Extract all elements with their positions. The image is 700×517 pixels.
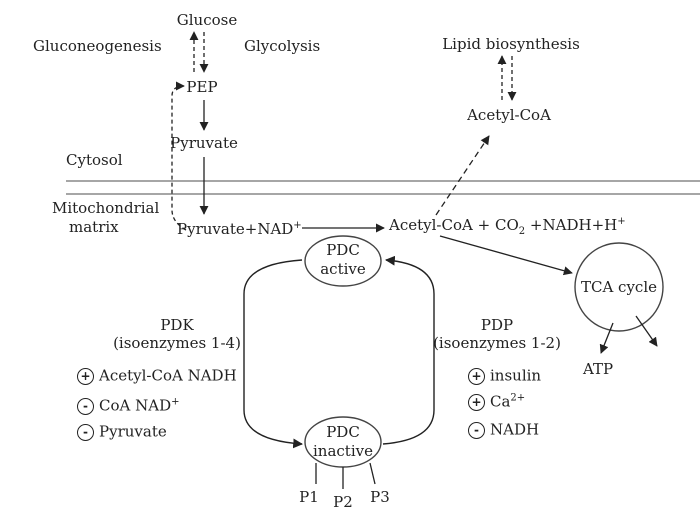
inhibitor-icon: - (77, 424, 94, 441)
label-pdp: PDP (480, 316, 514, 334)
activator-icon: + (468, 394, 485, 411)
pdp-regulator-1: +insulin (468, 368, 541, 385)
pdp-regulator-2: +Ca2+ (468, 393, 525, 411)
label-matrix: matrix (69, 218, 119, 236)
arrow-tca-out (635, 315, 658, 347)
label-pyruvate-mito: Pyruvate+NAD+ (177, 220, 302, 238)
label-pdc-inactive-2: inactive (313, 442, 373, 460)
label-site-p3: P3 (370, 488, 390, 506)
label-pdp-isoenzymes: (isoenzymes 1-2) (433, 334, 561, 352)
label-mitochondrial: Mitochondrial (52, 199, 160, 217)
label-tca-cycle: TCA cycle (580, 278, 658, 296)
arrow-acetylcoa-export (435, 135, 490, 216)
label-pdc-active-1: PDC (326, 241, 360, 259)
label-glucose: Glucose (176, 11, 238, 29)
pdk-regulator-2: -CoA NAD+ (77, 397, 179, 415)
tca-cycle-circle (574, 242, 664, 332)
pdp-regulator-3: -NADH (468, 422, 539, 439)
label-site-p2: P2 (333, 493, 353, 511)
label-lipid-biosynthesis: Lipid biosynthesis (442, 35, 580, 53)
activator-icon: + (468, 368, 485, 385)
label-cytosol: Cytosol (66, 151, 123, 169)
label-pep: PEP (186, 78, 218, 96)
site-line-p3 (369, 462, 376, 485)
activator-icon: + (77, 368, 94, 385)
label-pdc-active-2: active (320, 260, 366, 278)
label-pdk: PDK (160, 316, 194, 334)
label-pyruvate-cytosol: Pyruvate (170, 134, 238, 152)
label-pdk-isoenzymes: (isoenzymes 1-4) (113, 334, 241, 352)
arrow-acetylcoa-to-tca (439, 235, 573, 276)
inhibitor-icon: - (77, 398, 94, 415)
label-acetylcoa-cytosol: Acetyl-CoA (467, 106, 551, 124)
label-glycolysis: Glycolysis (244, 37, 321, 55)
label-atp: ATP (582, 360, 614, 378)
label-gluconeogenesis: Gluconeogenesis (33, 37, 162, 55)
pdc-active-ellipse (304, 235, 382, 287)
arrow-pdk-inactivation (243, 259, 303, 449)
pdk-regulator-1: +Acetyl-CoA NADH (77, 368, 237, 385)
arrow-tca-to-atp (599, 322, 614, 354)
arrow-pyruvate-to-pep-gluconeogenesis (171, 81, 187, 231)
pdk-regulator-3: -Pyruvate (77, 424, 167, 441)
label-pdc-products: Acetyl-CoA + CO2 +NADH+H+ (389, 216, 626, 237)
label-site-p1: P1 (299, 488, 319, 506)
inhibitor-icon: - (468, 422, 485, 439)
arrow-pdp-activation (382, 255, 435, 445)
label-pdc-inactive-1: PDC (326, 423, 360, 441)
